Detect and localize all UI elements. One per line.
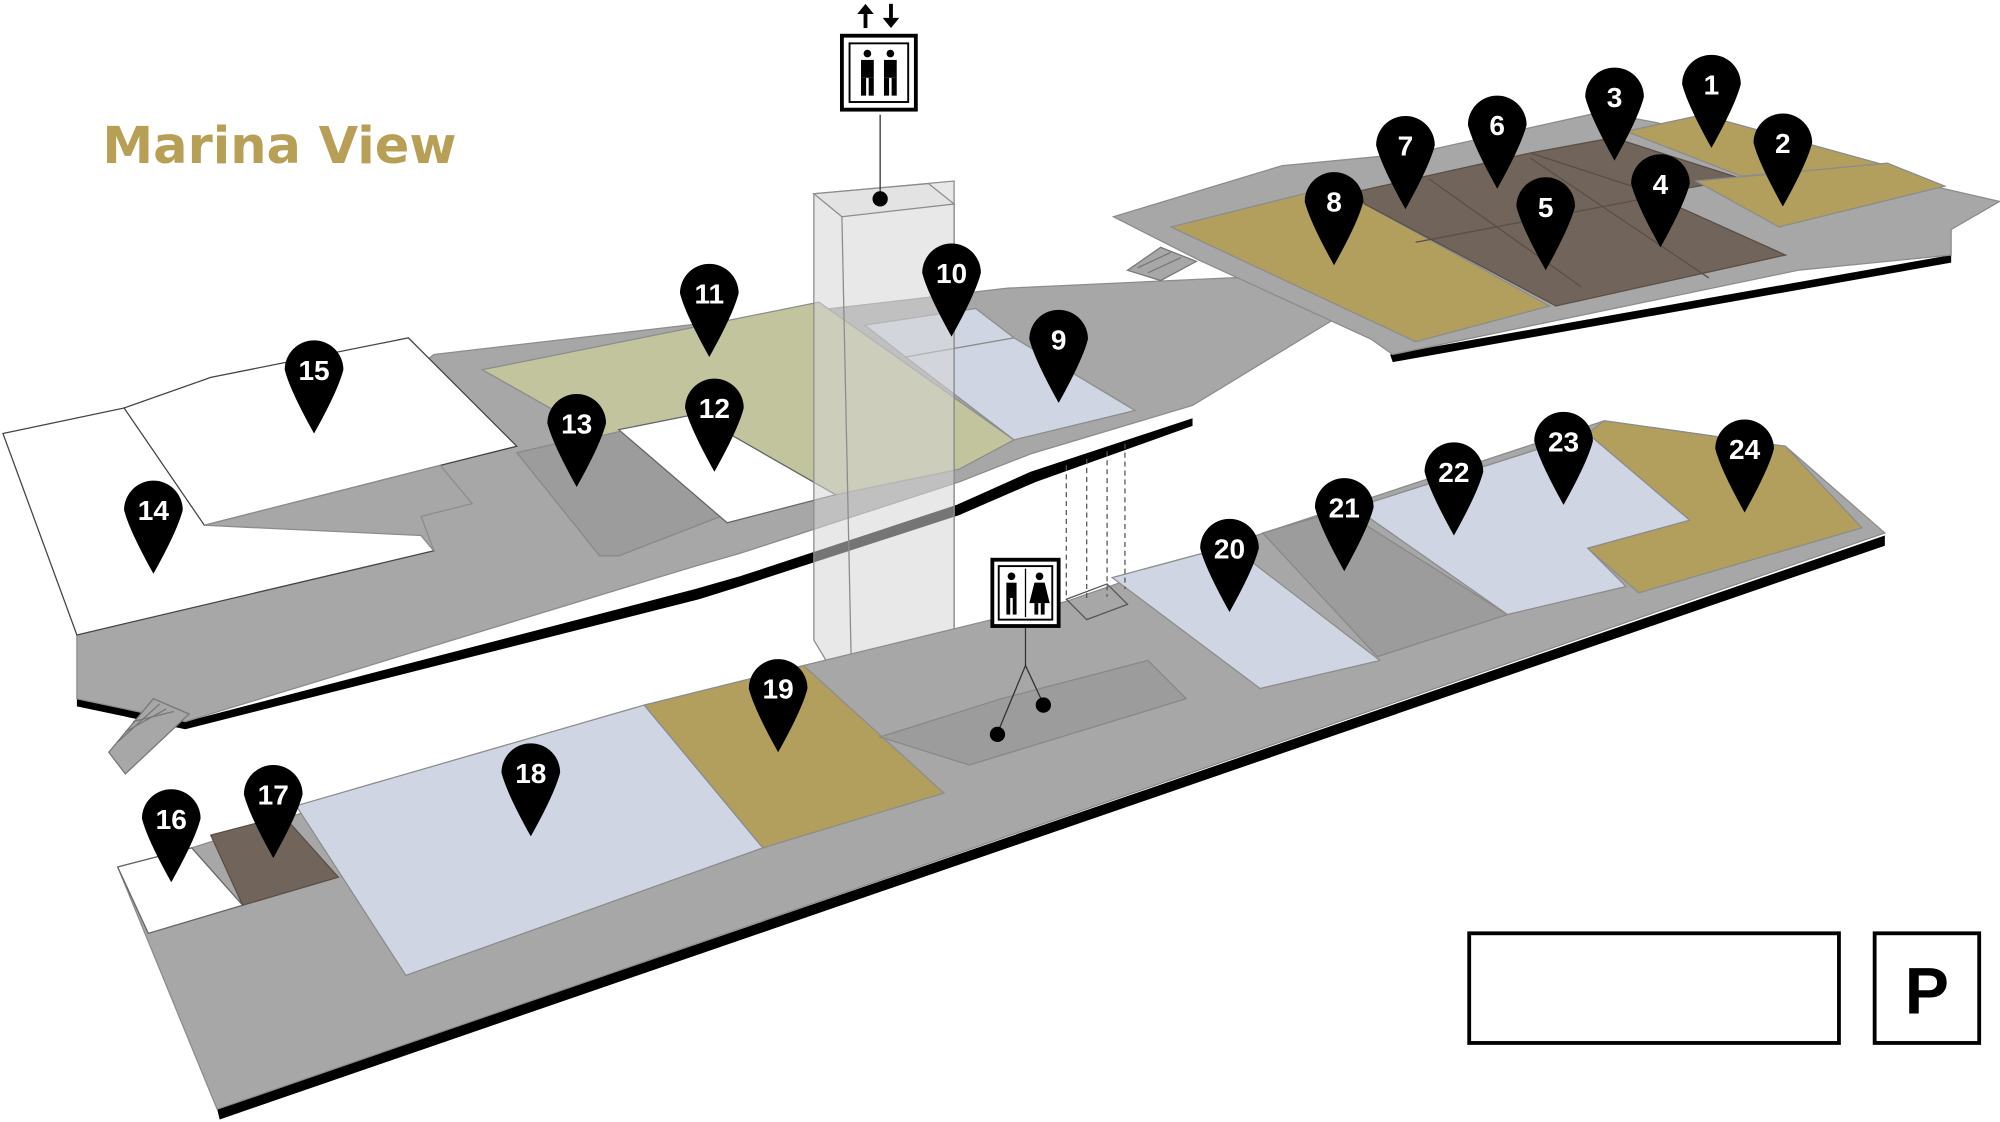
marker-label: 20 — [1214, 533, 1245, 564]
floor-edge-lower — [217, 535, 1885, 1120]
marker-label: 1 — [1704, 69, 1720, 100]
marker-18[interactable]: 18 — [501, 743, 561, 837]
marker-10[interactable]: 10 — [922, 243, 981, 337]
marker-label: 11 — [694, 278, 724, 309]
marker-23[interactable]: 23 — [1534, 411, 1593, 505]
marker-19[interactable]: 19 — [748, 659, 808, 753]
map-pin-icon — [679, 263, 739, 357]
marker-label: 22 — [1438, 457, 1469, 488]
marker-12[interactable]: 12 — [685, 378, 744, 472]
map-pin-icon — [1200, 518, 1259, 612]
marker-7[interactable]: 7 — [1376, 116, 1435, 210]
marker-label: 13 — [561, 409, 592, 440]
marker-6[interactable]: 6 — [1467, 95, 1527, 189]
marker-label: 18 — [515, 758, 546, 789]
map-pin-icon — [547, 393, 607, 488]
marker-label: 7 — [1398, 131, 1414, 162]
marker-label: 3 — [1607, 82, 1623, 113]
marker-label: 9 — [1051, 324, 1067, 355]
marker-label: 5 — [1538, 192, 1554, 223]
unit-9[interactable] — [904, 337, 1137, 441]
map-pin-icon — [685, 378, 744, 472]
unit-2[interactable] — [1694, 162, 1947, 228]
elevator-icon[interactable] — [839, 3, 918, 112]
map-pin-icon — [1631, 154, 1690, 248]
map-title: Marina View — [102, 117, 456, 176]
marker-8[interactable]: 8 — [1304, 172, 1364, 266]
map-pin-icon — [124, 480, 183, 574]
restroom-icon[interactable] — [990, 557, 1061, 628]
marker-label: 6 — [1489, 110, 1505, 141]
map-pin-icon — [243, 765, 303, 859]
map-pin-icon — [284, 340, 344, 434]
marker-15[interactable]: 15 — [284, 340, 344, 434]
lower-level — [116, 420, 1887, 1120]
marker-label: 23 — [1548, 426, 1579, 457]
marker-layer: 1234567891011121314151617181920212223242… — [124, 54, 1828, 1035]
marker-20[interactable]: 20 — [1200, 518, 1259, 612]
marker-label: 17 — [258, 780, 289, 811]
marker-21[interactable]: 21 — [1314, 478, 1374, 572]
stairs-icon-upper — [1126, 246, 1198, 282]
marker-label: 4 — [1653, 169, 1669, 200]
marker-label: 10 — [936, 258, 967, 289]
marker-3[interactable]: 3 — [1585, 67, 1644, 161]
map-pin-icon — [1516, 177, 1576, 271]
down-arrow-icon — [882, 3, 900, 29]
marker-label: 2 — [1775, 128, 1791, 159]
map-pin-icon — [1029, 309, 1088, 403]
marker-11[interactable]: 11 — [679, 263, 739, 357]
marker-24[interactable]: 24 — [1715, 419, 1774, 513]
parking-label: P — [1905, 955, 1949, 1029]
marker-2[interactable]: 2 — [1753, 113, 1813, 207]
map-pin-icon — [748, 659, 808, 753]
marker-label: 14 — [138, 495, 170, 526]
marker-label: 15 — [298, 355, 329, 386]
parking-icon[interactable]: P — [1872, 931, 1982, 1045]
marker-label: 12 — [699, 393, 730, 424]
map-pin-icon — [1715, 419, 1774, 513]
map-pin-icon — [1304, 172, 1364, 266]
map-pin-icon — [1376, 116, 1435, 210]
floor-edge-right — [1390, 255, 1952, 363]
legend-box — [1467, 931, 1841, 1045]
marker-label: 24 — [1729, 434, 1761, 465]
map-pin-icon — [1467, 95, 1527, 189]
unit-8[interactable] — [1168, 190, 1552, 343]
stairs-icon — [107, 697, 191, 775]
unit-24[interactable] — [1586, 420, 1864, 594]
unit-14-15-floor — [204, 464, 474, 552]
map-pin-icon — [141, 789, 201, 883]
marker-label: 16 — [156, 804, 187, 835]
elevator-shaft — [812, 114, 956, 705]
map-pin-icon — [1585, 67, 1644, 161]
unit-20[interactable] — [1110, 545, 1382, 690]
marker-label: 21 — [1329, 493, 1360, 524]
marker-14[interactable]: 14 — [124, 480, 183, 574]
restroom-area — [878, 659, 1188, 766]
map-pin-icon — [1534, 411, 1593, 505]
restroom-column — [1065, 443, 1129, 621]
marker-label: 8 — [1326, 187, 1342, 218]
marker-13[interactable]: 13 — [547, 393, 607, 488]
marker-1[interactable]: 1 — [1682, 54, 1741, 148]
marker-label: 19 — [763, 674, 794, 705]
marker-5[interactable]: 5 — [1516, 177, 1576, 271]
map-pin-icon — [1424, 442, 1484, 536]
map-pin-icon — [1753, 113, 1813, 207]
marker-22[interactable]: 22 — [1424, 442, 1484, 536]
map-pin-icon — [922, 243, 981, 337]
marker-17[interactable]: 17 — [243, 765, 303, 859]
map-pin-icon — [501, 743, 561, 837]
map-pin-icon — [1314, 478, 1374, 572]
map-pin-icon — [1682, 54, 1741, 148]
marker-4[interactable]: 4 — [1631, 154, 1690, 248]
marker-16[interactable]: 16 — [141, 789, 201, 883]
marker-9[interactable]: 9 — [1029, 309, 1088, 403]
up-arrow-icon — [857, 3, 874, 29]
